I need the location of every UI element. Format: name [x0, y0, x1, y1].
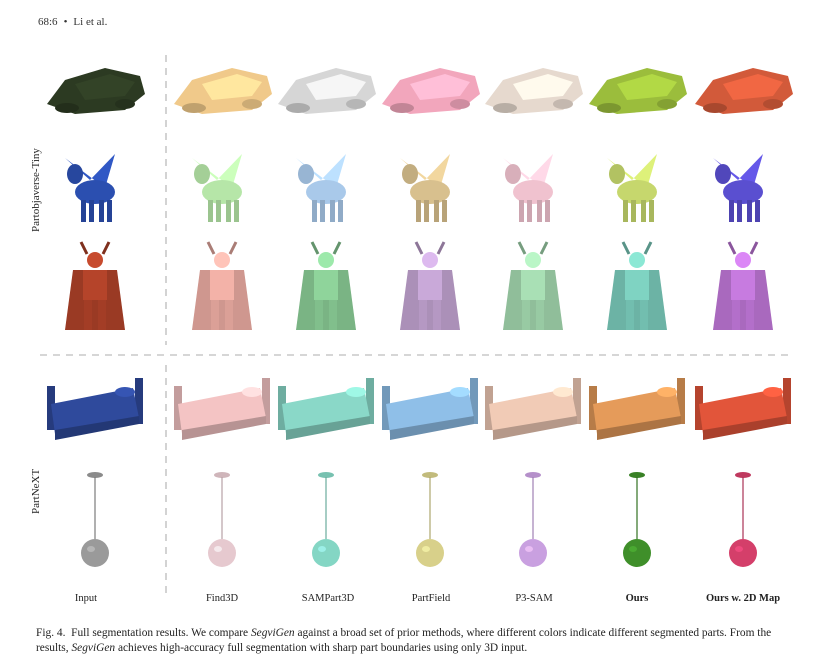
- object-winged-pony-ours: [607, 154, 657, 222]
- object-pendant-lamp-p3-sam: [519, 472, 547, 567]
- dataset-label-partobjaverse: Partobjaverse-Tiny: [30, 148, 42, 232]
- caption-method-name-1: SegviGen: [250, 627, 295, 639]
- column-label-ours-2d-map: Ours w. 2D Map: [705, 593, 781, 604]
- object-bed-p3-sam: [485, 378, 581, 440]
- object-winged-pony-find3d: [192, 154, 242, 222]
- object-viking-warrior-p3-sam: [503, 241, 563, 330]
- object-viking-warrior-sampart3d: [296, 241, 356, 330]
- object-viking-warrior-ours-w-2d-map: [713, 241, 773, 330]
- object-bed-input: [47, 378, 143, 440]
- object-viking-warrior-find3d: [192, 241, 252, 330]
- segmentation-figure: [40, 55, 793, 595]
- object-spaceship-p3-sam: [485, 68, 583, 114]
- object-bed-ours: [589, 378, 685, 440]
- object-viking-warrior-partfield: [400, 241, 460, 330]
- figure-caption: Fig. 4. Full segmentation results. We co…: [36, 626, 796, 656]
- object-spaceship-find3d: [174, 68, 272, 114]
- object-winged-pony-p3-sam: [503, 154, 553, 222]
- column-label-sampart3d: SAMPart3D: [301, 593, 355, 604]
- caption-text-2: against a broad set of prior methods, wh…: [36, 627, 772, 654]
- object-spaceship-ours: [589, 68, 687, 114]
- column-label-partfield: PartField: [411, 593, 451, 604]
- column-label-p3sam: P3-SAM: [515, 593, 553, 604]
- object-viking-warrior-input: [65, 241, 125, 330]
- header-authors: Li et al.: [73, 16, 108, 28]
- column-label-ours: Ours: [625, 593, 649, 604]
- object-pendant-lamp-input: [81, 472, 109, 567]
- object-winged-pony-input: [65, 154, 115, 222]
- caption-text-3: achieves high-accuracy full segmentation…: [115, 642, 528, 654]
- object-pendant-lamp-partfield: [416, 472, 444, 567]
- object-spaceship-input: [47, 68, 145, 114]
- object-winged-pony-ours-w-2d-map: [713, 154, 763, 222]
- object-pendant-lamp-ours: [623, 472, 651, 567]
- caption-method-name-2: SegviGen: [71, 642, 116, 654]
- object-spaceship-partfield: [382, 68, 480, 114]
- object-winged-pony-partfield: [400, 154, 450, 222]
- object-bed-sampart3d: [278, 378, 374, 440]
- object-pendant-lamp-ours-w-2d-map: [729, 472, 757, 567]
- object-bed-find3d: [174, 378, 270, 440]
- running-header: 68:6 • Li et al.: [38, 16, 107, 28]
- caption-fig-number: Fig. 4.: [36, 627, 66, 639]
- object-spaceship-sampart3d: [278, 68, 376, 114]
- object-viking-warrior-ours: [607, 241, 667, 330]
- object-bed-partfield: [382, 378, 478, 440]
- object-pendant-lamp-find3d: [208, 472, 236, 567]
- column-label-find3d: Find3D: [205, 593, 239, 604]
- caption-text-1: Full segmentation results. We compare: [71, 627, 251, 639]
- page-number: 68:6: [38, 16, 58, 28]
- object-pendant-lamp-sampart3d: [312, 472, 340, 567]
- object-bed-ours-w-2d-map: [695, 378, 791, 440]
- object-winged-pony-sampart3d: [296, 154, 346, 222]
- header-bullet: •: [63, 16, 68, 28]
- object-spaceship-ours-w-2d-map: [695, 68, 793, 114]
- column-label-input: Input: [74, 593, 98, 604]
- dataset-label-partnext: PartNeXT: [30, 468, 42, 514]
- object-grid: [47, 68, 793, 567]
